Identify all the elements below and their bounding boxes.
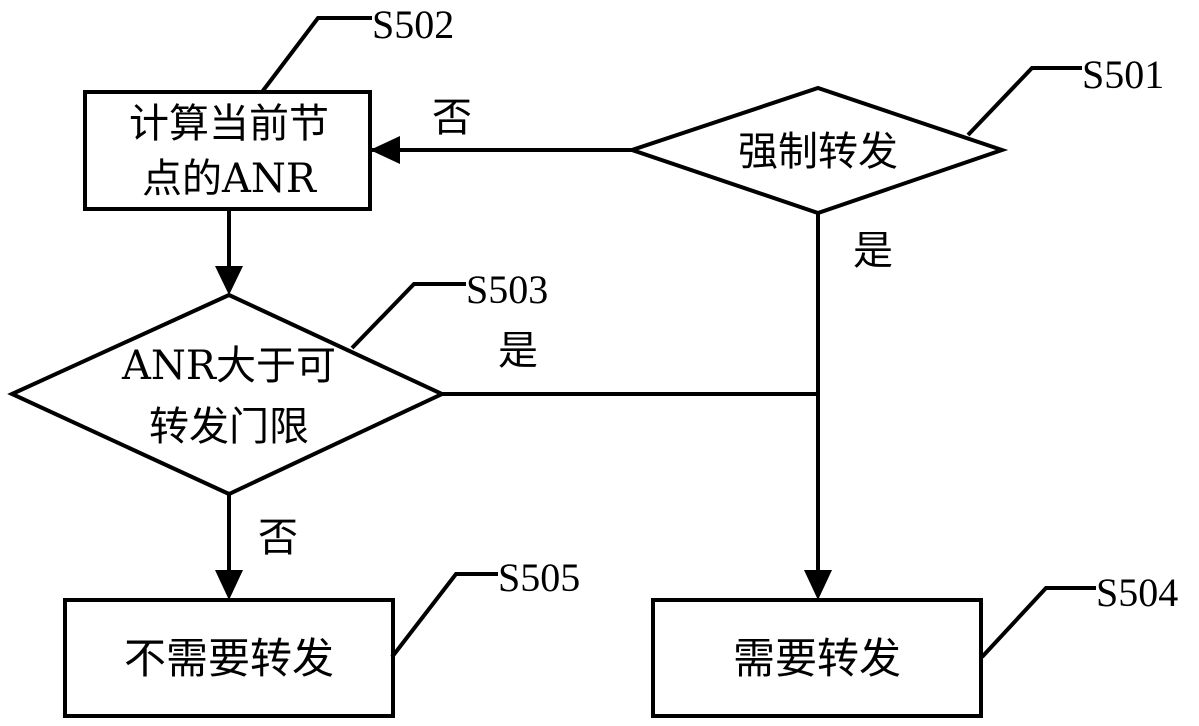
leader-s502 bbox=[260, 16, 372, 94]
node-s502-line2: 点的ANR bbox=[142, 156, 318, 202]
node-s502-box bbox=[83, 90, 372, 211]
edge-label-s501-yes: 是 bbox=[853, 228, 893, 274]
leader-s505 bbox=[390, 572, 498, 659]
step-label-s505: S505 bbox=[498, 555, 580, 600]
arrowhead-to-s505 bbox=[215, 570, 243, 600]
step-label-s502: S502 bbox=[372, 2, 454, 47]
arrowhead-to-s503 bbox=[215, 266, 243, 295]
node-s505-text: 不需要转发 bbox=[124, 634, 334, 683]
edge-label-s503-yes: 是 bbox=[498, 328, 538, 374]
node-s503-diamond bbox=[7, 292, 447, 497]
step-label-s504: S504 bbox=[1096, 570, 1178, 615]
step-label-s501: S501 bbox=[1082, 52, 1164, 97]
node-s503-line1: ANR大于可 bbox=[121, 343, 336, 389]
node-s502-line1: 计算当前节 bbox=[129, 101, 329, 147]
node-s501-diamond bbox=[625, 85, 1009, 216]
edge-label-s503-no: 否 bbox=[258, 515, 298, 561]
leader-s504 bbox=[980, 586, 1096, 659]
edge-label-s501-no: 否 bbox=[432, 95, 472, 141]
leader-s501 bbox=[966, 66, 1082, 137]
arrowhead-to-s504 bbox=[804, 570, 832, 600]
node-s504-box bbox=[651, 598, 983, 718]
node-s505-box bbox=[63, 598, 395, 718]
step-label-s503: S503 bbox=[466, 267, 548, 312]
node-s501-text: 强制转发 bbox=[738, 129, 898, 175]
arrowhead-to-s502 bbox=[370, 136, 400, 164]
node-s503-line2: 转发门限 bbox=[149, 404, 309, 450]
node-s504-text: 需要转发 bbox=[733, 634, 901, 683]
leader-s503 bbox=[350, 282, 466, 350]
